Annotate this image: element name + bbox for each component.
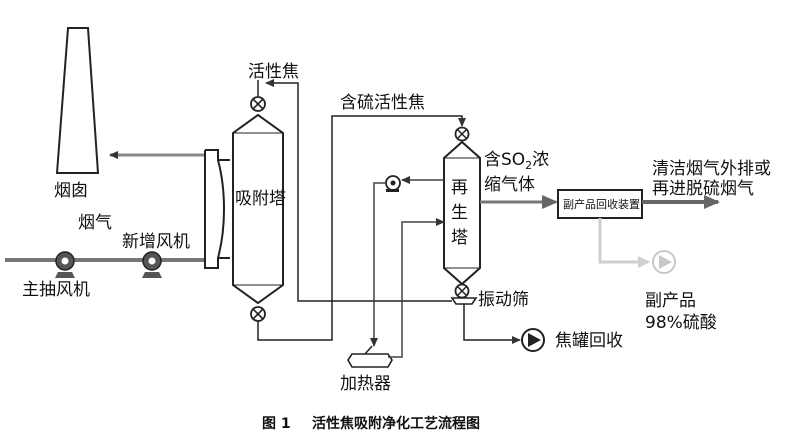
heater-return-line (370, 182, 386, 347)
sulfur-coke-label: 含硫活性焦 (340, 93, 425, 113)
byproduct-label-2: 98%硫酸 (645, 313, 717, 333)
regenerator-label-1: 再 (451, 178, 468, 198)
coke-tank-label: 焦罐回收 (555, 331, 623, 351)
new-fan-label: 新增风机 (122, 232, 190, 252)
screen-return-line (297, 297, 452, 302)
chimney-label: 烟囱 (54, 181, 88, 201)
so2-gas-label-b: 缩气体 (484, 175, 535, 195)
adsorber-bottom-valve-icon (250, 306, 266, 322)
coke-tank-pump-icon (521, 328, 545, 352)
chimney (55, 27, 100, 174)
recovery-unit-label: 副产品回收装置 (563, 197, 640, 211)
regenerator-bottom-valve-icon (454, 283, 470, 299)
heater-icon (347, 345, 393, 368)
main-fan-label: 主抽风机 (22, 280, 90, 300)
vibrating-screen-icon (450, 297, 478, 305)
main-fan-icon (55, 251, 75, 278)
regenerator-tower (443, 140, 481, 286)
circulation-fan-icon (385, 175, 401, 192)
byproduct-label-1: 副产品 (645, 291, 696, 311)
adsorber-label: 吸附塔 (235, 189, 286, 209)
adsorber-tower (232, 113, 284, 305)
heater-label: 加热器 (340, 374, 391, 394)
figure-number: 图 1 (262, 416, 291, 432)
new-fan-icon (142, 251, 162, 278)
adsorber-top-valve-icon (250, 96, 266, 112)
clean-gas-label-1: 清洁烟气外排或 (652, 159, 771, 179)
inlet-manifold (204, 150, 230, 269)
regenerator-label-3: 塔 (451, 228, 468, 248)
manifold-curve (217, 159, 225, 259)
so2-gas-label-a: 含SO2浓 (484, 150, 549, 172)
figure-caption: 活性焦吸附净化工艺流程图 (312, 415, 480, 432)
sulfur-coke-line (257, 115, 466, 341)
flue-gas-label: 烟气 (78, 213, 112, 233)
regenerator-top-valve-icon (454, 126, 470, 142)
coke-tank-line (463, 304, 521, 344)
byproduct-pump-icon (652, 250, 676, 274)
clean-gas-label-2: 再进脱硫烟气 (652, 179, 754, 199)
byproduct-line (598, 218, 650, 268)
recovery-unit-box (557, 189, 643, 219)
vibrating-screen-label: 振动筛 (478, 290, 529, 310)
outlet-manifold (205, 149, 230, 161)
regenerator-label-2: 生 (451, 203, 468, 223)
activated-coke-label: 活性焦 (248, 62, 299, 82)
heater-supply-line (388, 218, 445, 358)
coke-return-line (265, 79, 299, 297)
